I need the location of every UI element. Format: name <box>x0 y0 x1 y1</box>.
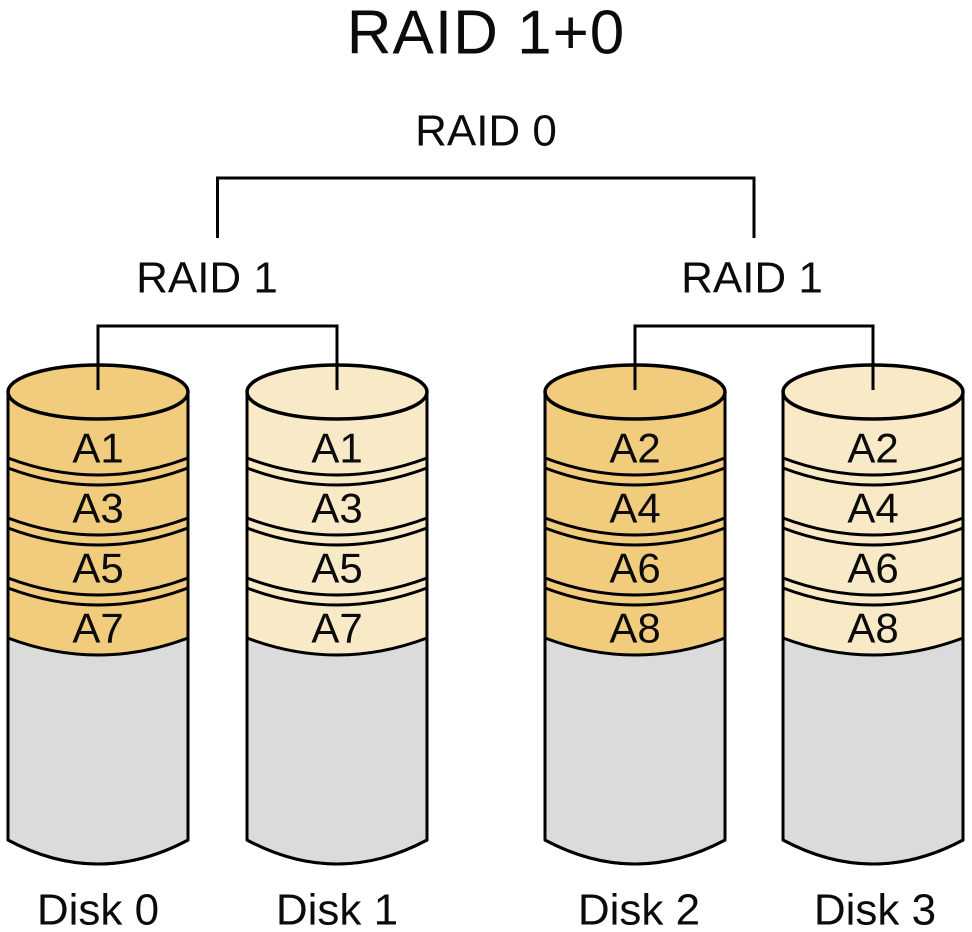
platter-separator <box>544 466 726 487</box>
raid1-left-bracket <box>96 324 339 390</box>
platter-separator <box>782 456 964 477</box>
block-label: A1 <box>311 425 362 472</box>
platter-separator <box>544 586 726 607</box>
block-label: A2 <box>609 425 660 472</box>
disk-1-unused-region <box>245 636 429 866</box>
raid1-left-label: RAID 1 <box>136 254 278 303</box>
raid0-label: RAID 0 <box>415 107 557 156</box>
block-label: A5 <box>311 545 362 592</box>
block-label: A1 <box>72 425 123 472</box>
disk-0-cylinder: A1 A3 A5 A7 <box>6 363 190 866</box>
block-label: A2 <box>847 425 898 472</box>
block-label: A6 <box>847 545 898 592</box>
platter-separator <box>7 466 189 487</box>
platter-separator <box>246 526 428 547</box>
block-label: A4 <box>609 485 660 532</box>
disk-0-name: Disk 0 <box>37 886 159 932</box>
block-label: A4 <box>847 485 898 532</box>
disk-3-unused-region <box>781 636 965 866</box>
platter-separator <box>246 466 428 487</box>
block-label: A8 <box>847 605 898 652</box>
disk-2-name: Disk 2 <box>578 886 700 932</box>
raid1-right-bracket <box>633 324 875 390</box>
platter-separator <box>544 526 726 547</box>
platter-separator <box>544 576 726 597</box>
platter-separator <box>246 586 428 607</box>
platter-separator <box>246 576 428 597</box>
platter-separator <box>7 516 189 537</box>
platter-separator <box>246 456 428 477</box>
page-title: RAID 1+0 <box>347 0 626 68</box>
disk-3-cylinder: A2 A4 A6 A8 <box>781 363 965 866</box>
platter-separator <box>782 586 964 607</box>
block-label: A5 <box>72 545 123 592</box>
block-label: A7 <box>72 605 123 652</box>
platter-separator <box>782 466 964 487</box>
block-label: A8 <box>609 605 660 652</box>
platter-separator <box>782 516 964 537</box>
block-label: A7 <box>311 605 362 652</box>
block-label: A3 <box>72 485 123 532</box>
platter-separator <box>7 586 189 607</box>
disk-1-cylinder: A1 A3 A5 A7 <box>245 363 429 866</box>
platter-separator <box>7 526 189 547</box>
platter-separator <box>7 456 189 477</box>
platter-separator <box>246 516 428 537</box>
platter-separator <box>544 516 726 537</box>
block-label: A3 <box>311 485 362 532</box>
raid1-right-label: RAID 1 <box>681 254 823 303</box>
raid0-bracket <box>216 176 756 238</box>
platter-separator <box>782 576 964 597</box>
disk-1-name: Disk 1 <box>276 886 398 932</box>
disk-3-name: Disk 3 <box>814 886 936 932</box>
platter-separator <box>544 456 726 477</box>
platter-separator <box>7 576 189 597</box>
disk-0-unused-region <box>6 636 190 866</box>
disk-2-cylinder: A2 A4 A6 A8 <box>543 363 727 866</box>
block-label: A6 <box>609 545 660 592</box>
disk-2-unused-region <box>543 636 727 866</box>
platter-separator <box>782 526 964 547</box>
